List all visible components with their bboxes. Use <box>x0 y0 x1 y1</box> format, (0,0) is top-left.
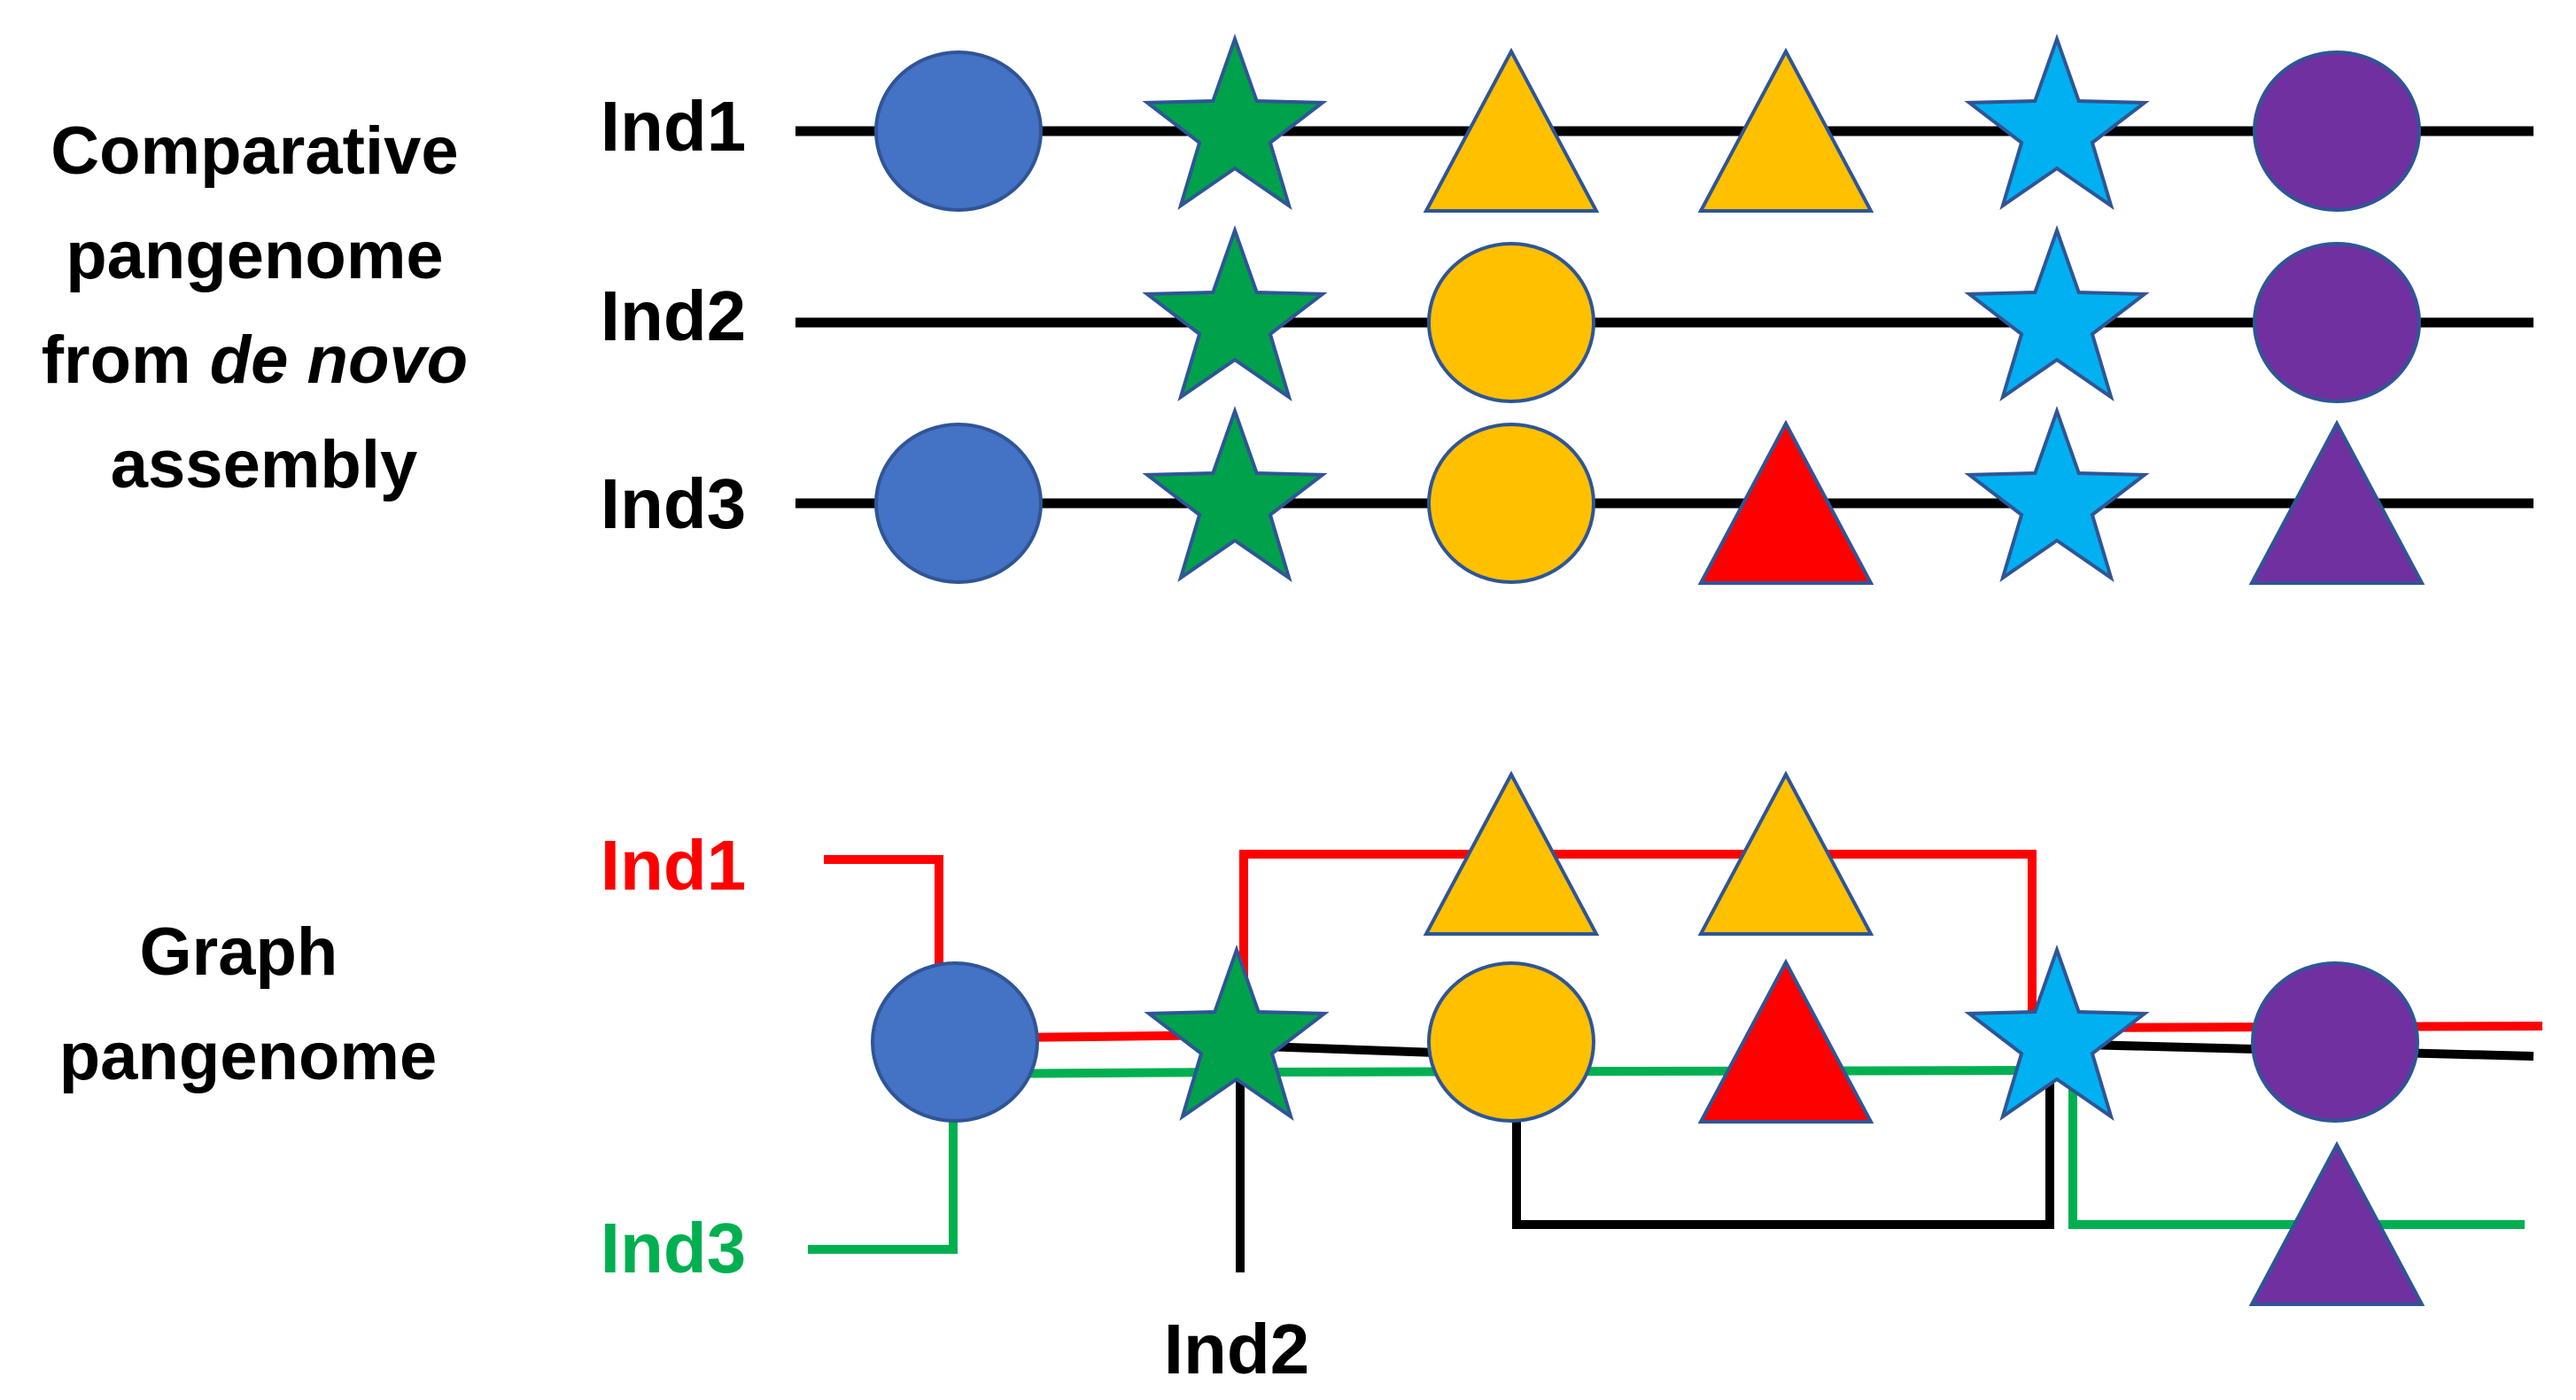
graph-pangenome-section: Graph pangenome Ind1 Ind2 Ind3 <box>59 770 2543 1388</box>
graph-nodes-layer <box>871 770 2425 1306</box>
track-1-star-slot-5-icon <box>1964 33 2150 210</box>
comparative-title-line-1: Comparative <box>50 113 458 189</box>
graph-node-5-circle-icon <box>1427 961 1595 1123</box>
graph-node-8-circle-icon <box>2251 961 2419 1123</box>
comparative-title-from: from <box>42 323 210 398</box>
track-2-circle-slot-3-icon <box>1427 242 1595 403</box>
track-3-circle-slot-1-icon <box>874 423 1043 584</box>
comparative-title-line-3: from de novo <box>42 323 468 398</box>
path-label-ind2: Ind2 <box>1164 1310 1309 1388</box>
path-label-ind1: Ind1 <box>601 826 746 905</box>
graph-node-7-star-icon <box>1964 944 2150 1121</box>
track-2-star-slot-5-icon <box>1964 224 2150 401</box>
graph-title-line-2: pangenome <box>59 1019 438 1094</box>
track-3-triangle-slot-4-icon <box>1697 419 1874 585</box>
track-2-star-slot-2-icon <box>1142 224 1328 401</box>
graph-node-6-triangle-icon <box>1697 958 1874 1124</box>
graph-node-9-triangle-icon <box>2248 1140 2425 1306</box>
graph-title-line-1: Graph <box>140 914 338 990</box>
track-1-star-slot-2-icon <box>1142 33 1328 210</box>
graph-node-3-triangle-icon <box>1423 770 1600 936</box>
graph-node-2-star-icon <box>1144 944 1330 1121</box>
comparative-title: Comparative pangenome from de novo assem… <box>42 113 486 502</box>
track-1-circle-slot-6-icon <box>2253 51 2421 212</box>
graph-node-4-triangle-icon <box>1697 770 1874 936</box>
track-label-ind3: Ind3 <box>601 464 746 543</box>
graph-title: Graph pangenome <box>59 914 438 1094</box>
track-3-triangle-slot-6-icon <box>2248 419 2425 585</box>
track-3-star-slot-5-icon <box>1964 405 2150 582</box>
track-1-triangle-slot-4-icon <box>1697 47 1874 213</box>
path-label-ind3: Ind3 <box>601 1209 746 1287</box>
comparative-title-line-2: pangenome <box>66 218 444 293</box>
track-1-triangle-slot-3-icon <box>1423 47 1600 213</box>
comparative-pangenome-section: Comparative pangenome from de novo assem… <box>42 33 2533 585</box>
top-shapes-layer <box>874 33 2425 585</box>
comparative-title-italic: de novo <box>210 323 468 398</box>
comparative-title-line-4: assembly <box>111 427 417 502</box>
track-1-circle-slot-1-icon <box>874 51 1043 212</box>
path-line-ind3 <box>808 1066 2525 1254</box>
track-label-ind2: Ind2 <box>601 276 746 355</box>
track-2-circle-slot-6-icon <box>2253 242 2421 403</box>
track-3-star-slot-2-icon <box>1142 405 1328 582</box>
track-3-circle-slot-3-icon <box>1427 423 1595 584</box>
graph-node-1-circle-icon <box>871 961 1039 1123</box>
track-label-ind1: Ind1 <box>601 87 746 166</box>
